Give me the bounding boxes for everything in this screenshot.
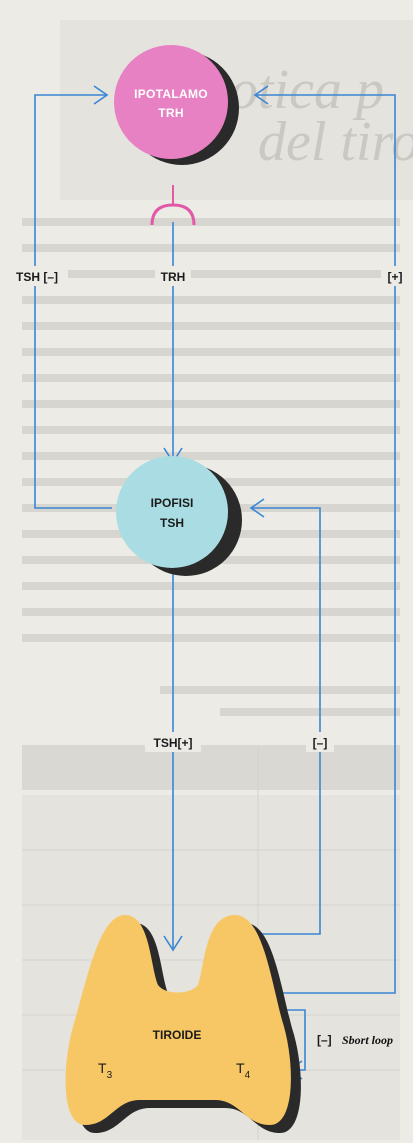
thyroid-name: TIROIDE [153,1028,202,1042]
hypothalamus-hormone: TRH [158,106,184,120]
label-thyroid-hypothalamus: [+] [388,270,403,284]
pituitary-hormone: TSH [160,516,184,530]
label-trh: TRH [161,270,186,284]
label-short-loop-sign: [–] [317,1033,332,1047]
hypothalamus-name: IPOTALAMO [134,87,208,101]
pituitary-name: IPOFISI [151,496,194,510]
label-thyroid-pituitary: [–] [313,736,328,750]
label-tsh-feedback: TSH [–] [16,270,58,284]
background-title-line-2: del tiroide [258,111,413,173]
label-tsh-stimulate: TSH[+] [154,736,193,750]
label-short-loop-text: Sbort loop [342,1033,393,1047]
